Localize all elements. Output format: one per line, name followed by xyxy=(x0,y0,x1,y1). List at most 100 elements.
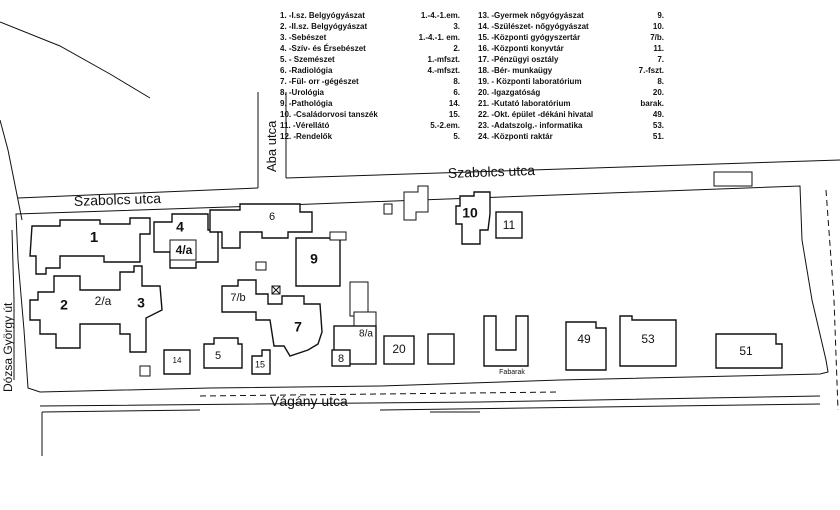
legend-entry-label: 21. -Kutató laboratórium xyxy=(478,99,571,108)
legend-entry-label: 15. -Központi gyógyszertár xyxy=(478,33,581,42)
legend-entry-label: 7. -Fül- orr -gégészet xyxy=(280,77,359,86)
legend-entry-location: 1.-mfszt. xyxy=(427,55,460,64)
legend-entry-label: 17. -Pénzügyi osztály xyxy=(478,55,559,64)
street-dozsa: Dózsa György út xyxy=(1,302,15,392)
building-51-label: 51 xyxy=(739,344,753,358)
legend-entry: 5. - Szemészet 1.-mfszt. xyxy=(280,54,460,65)
building-9 xyxy=(295,237,341,287)
building-15-label: 15 xyxy=(255,359,265,369)
legend-entry: 17. -Pénzügyi osztály 7. xyxy=(478,54,664,65)
legend-entry-location: 11. xyxy=(653,44,664,53)
right-edge-dashed xyxy=(825,189,839,411)
legend-entry-label: 1. -I.sz. Belgyógyászat xyxy=(280,11,365,20)
legend-entry-location: 3. xyxy=(453,22,460,31)
building-11 xyxy=(495,211,523,239)
legend-entry: 20. -Igazgatóság 20. xyxy=(478,87,664,98)
legend-entry-location: 1.-4.-1. em. xyxy=(418,33,460,42)
building-11-label: 11 xyxy=(503,218,516,232)
legend-entry: 4. -Szív- és Érsebészet 2. xyxy=(280,43,460,54)
street-szabolcs-right: Szabolcs utca xyxy=(448,162,536,181)
legend-entry-location: 5. xyxy=(453,132,460,141)
small-building xyxy=(403,185,429,221)
legend-entry-label: 24. -Központi raktár xyxy=(478,132,553,141)
legend-entry-label: 3. -Sebészet xyxy=(280,33,327,42)
legend-entry-location: barak. xyxy=(640,99,664,108)
building-2-3 xyxy=(29,265,163,353)
legend-entry-label: 2. -II.sz. Belgyógyászat xyxy=(280,22,368,31)
legend-entry-label: 12. -Rendelők xyxy=(280,132,333,141)
legend-entry-location: 7.-fszt. xyxy=(638,66,664,75)
street-szabolcs-left: Szabolcs utca xyxy=(74,190,162,209)
legend-entry-label: 23. -Adatszolg.- informatika xyxy=(478,121,583,130)
legend-entry-label: 10. -Családorvosi tanszék xyxy=(280,110,378,119)
legend-entry: 6. -Radiológia 4.-mfszt. xyxy=(280,65,460,76)
rail-dashed-line xyxy=(199,391,561,397)
legend-entry: 7. -Fül- orr -gégészet 8. xyxy=(280,76,460,87)
legend-entry-location: 49. xyxy=(652,110,664,119)
building-5-label: 5 xyxy=(215,350,221,362)
legend-entry-location: 4.-mfszt. xyxy=(427,66,460,75)
building-8 xyxy=(331,349,351,367)
legend-entry-location: 8. xyxy=(453,77,460,86)
legend-entry-location: 1.-4.-1.em. xyxy=(420,11,460,20)
small-building xyxy=(713,171,753,187)
legend-entry-label: 4. -Szív- és Érsebészet xyxy=(280,44,366,53)
legend-entry: 16. -Központi konyvtár 11. xyxy=(478,43,664,54)
building-49 xyxy=(565,321,607,371)
legend-entry: 10. -Családorvosi tanszék 15. xyxy=(280,109,460,120)
building-20-label: 20 xyxy=(392,342,406,356)
road-line-left-outer xyxy=(0,119,23,221)
chimney-marker-cross xyxy=(271,285,281,295)
small-building xyxy=(383,203,393,215)
building-9-label: 9 xyxy=(310,251,318,267)
building-8-label: 8 xyxy=(338,353,344,365)
building-10-label: 10 xyxy=(462,205,478,221)
legend-entry-location: 15. xyxy=(448,110,460,119)
small-building xyxy=(139,365,151,377)
building-1-label: 1 xyxy=(90,229,98,246)
legend-entry-label: 5. - Szemészet xyxy=(280,55,335,64)
legend-entry: 3. -Sebészet 1.-4.-1. em. xyxy=(280,32,460,43)
building-7-label: 7 xyxy=(294,319,302,335)
legend-entry-label: 20. -Igazgatóság xyxy=(478,88,541,97)
legend-entry-location: 7. xyxy=(657,55,664,64)
building-10 xyxy=(455,191,491,245)
legend-entry-location: 5.-2.em. xyxy=(430,121,460,130)
building-1 xyxy=(29,217,151,275)
barrack-label: Fabarak xyxy=(499,369,525,376)
building-53-label: 53 xyxy=(641,332,655,346)
building-2-label: 2 xyxy=(60,297,68,313)
legend-entry-location: 2. xyxy=(453,44,460,53)
building-4-label: 4 xyxy=(176,219,184,235)
building-15 xyxy=(251,349,271,375)
vagany-south-line-left xyxy=(41,409,201,413)
vagany-north-line xyxy=(39,395,821,407)
building-14 xyxy=(163,349,191,375)
legend-entry-label: 6. -Radiológia xyxy=(280,66,333,75)
legend-entry-label: 22. -Okt. épület -dékáni hivatal xyxy=(478,110,594,119)
szabolcs-north-line-right xyxy=(285,159,840,179)
legend-left: 1. -I.sz. Belgyógyászat 1.-4.-1.em. 2. -II… xyxy=(280,10,460,142)
building-4a-label: 4/a xyxy=(176,243,193,257)
building-7b-label: 7/b xyxy=(230,292,245,304)
building-6-label: 6 xyxy=(269,211,275,223)
szabolcs-north-line-left xyxy=(17,187,259,199)
building-9-annex xyxy=(329,231,347,241)
legend-entry-label: 18. -Bér- munkaügy xyxy=(478,66,553,75)
street-vagany: Vágány utca xyxy=(270,393,348,409)
campus-boundary xyxy=(15,185,829,393)
legend-entry-location: 8. xyxy=(657,77,664,86)
building-5 xyxy=(203,337,243,369)
building-49-label: 49 xyxy=(577,332,591,346)
legend-entry-location: 20. xyxy=(652,88,664,97)
legend-entry-label: 16. -Központi konyvtár xyxy=(478,44,564,53)
building-8a-label: 8/a xyxy=(359,329,373,340)
building-14-label: 14 xyxy=(173,356,182,365)
dozsa-line xyxy=(11,229,15,380)
